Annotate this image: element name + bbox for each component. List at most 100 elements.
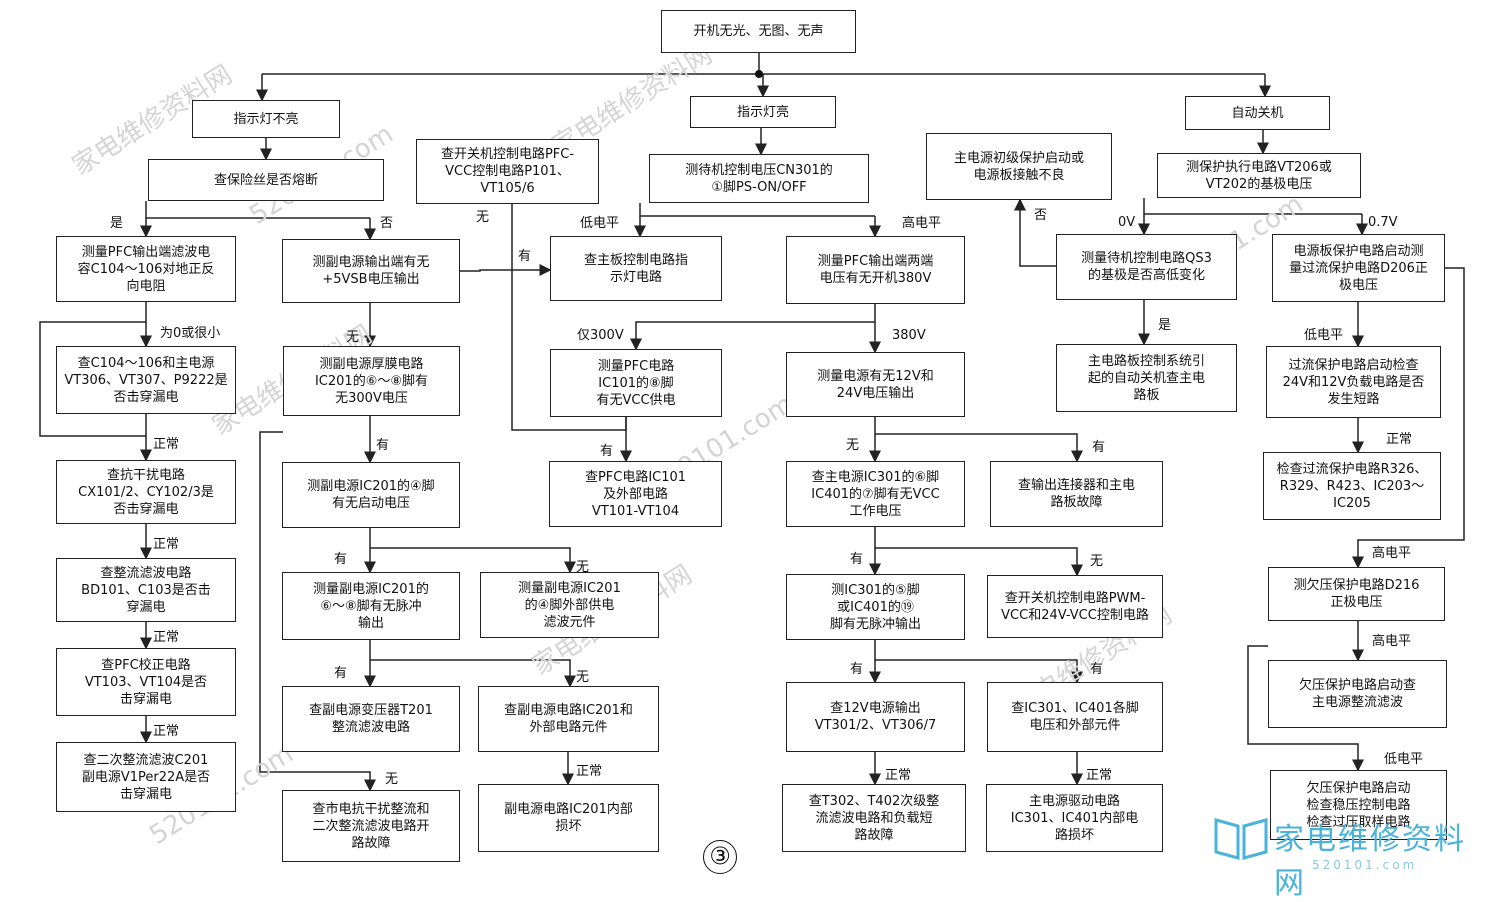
connector-line	[460, 264, 552, 276]
figure-number: ③	[703, 840, 737, 874]
label-none: 无	[1090, 554, 1104, 569]
box-check-connector: 查输出连接器和主电 路板故障	[990, 461, 1163, 527]
box-check-12v-output: 查12V电源输出 VT301/2、VT306/7	[786, 682, 965, 752]
connector-line	[369, 640, 576, 688]
connector-line	[874, 640, 1083, 684]
box-check-t302: 查T302、T402次级整 流滤波电路和负载短 路故障	[782, 784, 966, 852]
box-check-pwm-vcc: 查开关机控制电路PWM- VCC和24V-VCC控制电路	[987, 575, 1163, 638]
label-zero-v: 0V	[1118, 215, 1136, 230]
box-main-power-primary: 主电源初级保护启动或 电源板接触不良	[926, 133, 1112, 200]
label-none: 无	[476, 210, 490, 225]
label-none: 无	[576, 560, 590, 575]
box-measure-5vsb: 测副电源输出端有无 +5VSB电压输出	[282, 239, 460, 303]
box-ic201-internal: 副电源电路IC201内部 损坏	[478, 784, 659, 852]
label-zero-or-small: 为0或很小	[160, 326, 221, 341]
junction-dot	[755, 70, 763, 78]
connector-line	[639, 203, 875, 217]
box-check-ic201-ext: 查副电源电路IC201和 外部电路元件	[478, 686, 659, 752]
box-check-pfc-ctrl: 查开关机控制电路PFC- VCC控制电路P101、 VT105/6	[416, 139, 599, 204]
site-logo: 家电维修资料网 520101.com	[1212, 810, 1482, 901]
connector-line	[1247, 645, 1364, 772]
label-normal: 正常	[885, 768, 912, 783]
box-measure-ic201-300v: 测副电源厚膜电路 IC201的⑥～⑧脚有 无300V电压	[283, 346, 460, 416]
box-undervoltage-rectifier: 欠压保护电路启动查 主电源整流滤波	[1268, 660, 1447, 728]
box-check-r326: 检查过流保护电路R326、 R329、R423、IC203～ IC205	[1263, 452, 1441, 520]
box-measure-ic201-supply: 测量副电源IC201 的④脚外部供电 滤波元件	[480, 572, 659, 638]
label-low: 低电平	[1384, 752, 1424, 767]
box-measure-qs3: 测量待机控制电路QS3 的基极是否高低变化	[1056, 234, 1237, 300]
label-yes: 是	[110, 216, 124, 231]
connector-line	[145, 201, 370, 219]
label-no: 否	[380, 216, 394, 231]
label-normal: 正常	[153, 537, 180, 552]
label-normal: 正常	[1086, 768, 1113, 783]
book-logo-icon	[1214, 818, 1268, 860]
box-overcurrent-check: 过流保护电路启动检查 24V和12V负载电路是否 发生短路	[1266, 346, 1441, 418]
label-has: 有	[518, 249, 532, 264]
box-measure-ic301-pulse: 测IC301的⑤脚 或IC401的⑲ 脚有无脉冲输出	[786, 574, 965, 640]
box-measure-ic201-pulse: 测量副电源IC201的 ⑥～⑧脚有无脉冲 输出	[282, 572, 460, 640]
connector-line	[874, 417, 1083, 463]
label-has: 有	[376, 438, 390, 453]
label-none: 无	[846, 438, 860, 453]
connector-line	[369, 528, 576, 574]
box-measure-pfc-380: 测量PFC输出端两端 电压有无开机380V	[786, 236, 965, 304]
label-only-300v: 仅300V	[577, 328, 624, 343]
box-check-interference: 查抗干扰电路 CX101/2、CY102/3是 否击穿漏电	[56, 460, 236, 524]
label-normal: 正常	[1386, 432, 1413, 447]
box-check-fuse: 查保险丝是否熔断	[148, 159, 384, 201]
box-measure-vt206: 测保护执行电路VT206或 VT202的基极电压	[1157, 153, 1361, 198]
label-yes: 是	[1158, 318, 1172, 333]
connector-line	[259, 431, 376, 792]
label-no: 否	[1034, 208, 1048, 223]
box-measure-standby: 测待机控制电压CN301的 ①脚PS-ON/OFF	[649, 154, 869, 203]
logo-url: 520101.com	[1312, 858, 1418, 872]
box-check-ic301-parts: 查IC301、IC401各脚 电压和外部元件	[987, 682, 1163, 752]
label-has: 有	[850, 662, 864, 677]
label-has: 有	[850, 552, 864, 567]
box-indicator-off: 指示灯不亮	[192, 100, 340, 138]
label-point7-v: 0.7V	[1368, 215, 1398, 230]
label-none: 无	[346, 330, 360, 345]
label-has: 有	[334, 552, 348, 567]
connector-line	[1143, 198, 1362, 215]
label-has: 有	[1090, 662, 1104, 677]
label-has: 有	[1092, 440, 1106, 455]
box-undervoltage-regulator: 欠压保护电路启动 检查稳压控制电路 检查过压取样电路	[1270, 770, 1447, 840]
box-check-t201: 查副电源变压器T201 整流滤波电路	[282, 686, 460, 752]
label-low: 低电平	[580, 216, 620, 231]
connector-line	[39, 302, 152, 462]
box-check-pfc-correction: 查PFC校正电路 VT103、VT104是否 击穿漏电	[56, 648, 236, 716]
box-check-rectifier: 查整流滤波电路 BD101、C103是否击 穿漏电	[56, 558, 236, 622]
label-has: 有	[334, 666, 348, 681]
box-check-ic301-vcc: 查主电源IC301的⑥脚 IC401的⑦脚有无VCC 工作电压	[786, 461, 965, 527]
box-check-mainboard: 查主板控制电路指 示灯电路	[550, 236, 722, 301]
box-check-c201: 查二次整流滤波C201 副电源V1Per22A是否 击穿漏电	[56, 742, 236, 812]
label-none: 无	[576, 670, 590, 685]
box-check-ic101-ext: 查PFC电路IC101 及外部电路 VT101-VT104	[549, 461, 722, 527]
box-root: 开机无光、无图、无声	[661, 10, 856, 53]
label-normal: 正常	[576, 764, 603, 779]
connector-line	[1014, 198, 1056, 267]
label-none: 无	[385, 772, 399, 787]
label-normal: 正常	[153, 724, 180, 739]
label-has: 有	[600, 444, 614, 459]
label-normal: 正常	[153, 630, 180, 645]
connector-line	[1352, 267, 1465, 569]
box-measure-pfc-cap: 测量PFC输出端滤波电 容C104～106对地正反 向电阻	[56, 236, 236, 302]
label-380v: 380V	[892, 328, 926, 343]
box-indicator-on: 指示灯亮	[690, 96, 836, 128]
label-high: 高电平	[1372, 546, 1412, 561]
connector-line	[630, 304, 876, 351]
label-normal: 正常	[153, 437, 180, 452]
box-measure-ic101-vcc: 测量PFC电路 IC101的⑧脚 有无VCC供电	[550, 349, 722, 417]
box-check-c104: 查C104～106和主电源 VT306、VT307、P9222是 否击穿漏电	[56, 346, 236, 414]
box-main-driver: 主电源驱动电路 IC301、IC401内部电 路损坏	[986, 784, 1163, 852]
connector-line	[874, 527, 1083, 577]
label-low: 低电平	[1304, 328, 1344, 343]
box-measure-ic201-start: 测副电源IC201的④脚 有无启动电压	[282, 462, 460, 528]
box-measure-12v-24v: 测量电源有无12V和 24V电压输出	[786, 352, 965, 417]
label-high: 高电平	[1372, 634, 1412, 649]
box-main-board-ctrl: 主电路板控制系统引 起的自动关机查主电 路板	[1056, 344, 1237, 412]
